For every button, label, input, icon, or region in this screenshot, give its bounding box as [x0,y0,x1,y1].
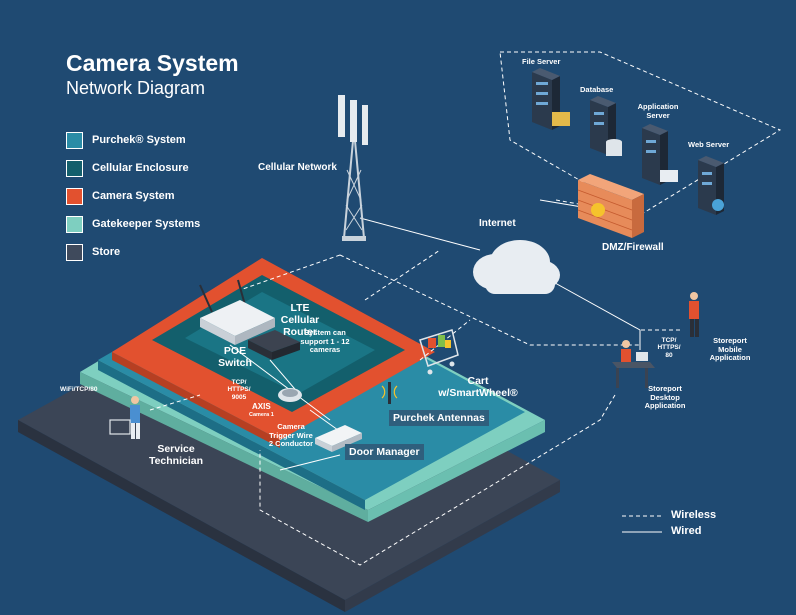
legend-swatch-camera [66,187,83,205]
poe-switch-label: POE Switch [218,345,252,370]
firewall-icon [577,174,644,238]
legend-label-store: Store [92,246,121,258]
cart-label: Cart w/SmartWheel® [438,375,518,400]
system-support-label: System can support 1 - 12 cameras [300,328,350,355]
purchek-antenna-icon [381,382,398,404]
axis-camera-icon [278,388,302,402]
web-server-label: Web Server [688,140,730,149]
cellular-tower-icon [338,95,368,241]
tcp-https-80-label: TCP/ HTTPS/ 80 [657,337,681,359]
file-server-icon [532,68,570,130]
door-manager-icon [315,425,362,452]
internet-cloud-icon [473,240,560,294]
diagram-subtitle: Network Diagram [66,78,206,98]
axis-camera-label: Camera 1 [249,412,274,418]
legend-swatch-purchek [66,131,83,149]
legend-swatch-store [66,243,83,261]
legend-item-cellular: Cellular Enclosure [66,154,200,182]
storeport-mobile-label: Storeport Mobile Application [709,336,751,363]
wireless-key-label: Wireless [671,509,717,521]
web-server-icon [698,156,724,215]
legend-swatch-cellular [66,159,83,177]
purchek-antennas-label: Purchek Antennas [389,410,489,426]
file-server-label: File Server [522,57,561,66]
legend-label-camera: Camera System [92,190,175,202]
mobile-user-icon [689,292,699,337]
desktop-user-icon [612,340,655,388]
legend-swatch-gatekeeper [66,215,83,233]
internet-label: Internet [479,218,516,229]
trigger-wire-label: Camera Trigger Wire 2 Conductor [268,422,314,449]
dmz-firewall-label: DMZ/Firewall [602,242,664,253]
diagram-title: Camera System [66,50,239,76]
legend-item-camera: Camera System [66,182,200,210]
database-label: Database [580,85,614,94]
legend-label-gatekeeper: Gatekeeper Systems [92,218,201,230]
legend-item-purchek: Purchek® System [66,126,200,154]
cart-icon [419,329,459,375]
legend-label-cellular: Cellular Enclosure [92,162,189,174]
lte-router-label: LTE Cellular Router [280,302,320,339]
application-server-label: Application Server [637,102,679,120]
service-technician-label: Service Technician [148,443,204,468]
lte-router-icon [199,279,275,345]
database-server-icon [590,96,622,156]
storeport-desktop-label: Storeport Desktop Application [644,384,686,411]
legend-item-gatekeeper: Gatekeeper Systems [66,210,200,238]
application-server-icon [642,124,678,185]
axis-label: AXIS [252,402,271,411]
tcp-https-9005-label: TCP/ HTTPS/ 9005 [227,379,251,401]
service-technician-icon [109,396,140,439]
wired-key-label: Wired [671,525,702,537]
legend-label-purchek: Purchek® System [92,134,186,146]
door-manager-label: Door Manager [345,444,424,460]
poe-switch-icon [248,330,300,360]
wired-connections [229,199,641,471]
wifi-tcp-label: WiFi/TCP/80 [60,386,98,393]
legend-item-store: Store [66,238,200,266]
legend: Purchek® System Cellular Enclosure Camer… [66,126,200,266]
cellular-network-label: Cellular Network [258,162,337,173]
